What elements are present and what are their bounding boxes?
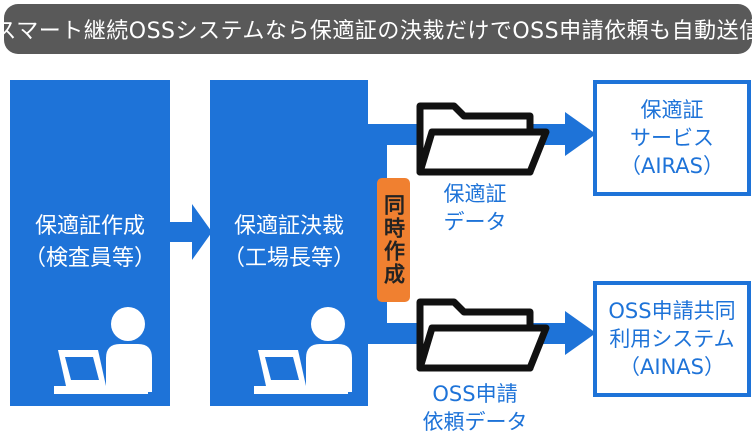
title-bar: スマート継続OSSシステムなら保適証の決裁だけでOSS申請依頼も自動送信 — [0, 4, 756, 54]
simultaneous-creation-badge: 同時作成 — [377, 178, 410, 302]
actor-sublabel: （工場長等） — [222, 246, 355, 271]
service-box-ainas: OSS申請共同 利用システム （AINAS） — [593, 281, 751, 397]
person-at-laptop-icon — [254, 307, 352, 394]
actor-box-inspector: 保適証作成 （検査員等） — [10, 80, 170, 406]
actor-sublabel: （検査員等） — [23, 246, 156, 271]
folder-icon — [416, 298, 550, 372]
folder-icon — [416, 102, 550, 176]
service-box-airas: 保適証 サービス （AIRAS） — [593, 80, 751, 196]
page-title: スマート継続OSSシステムなら保適証の決裁だけでOSS申請依頼も自動送信 — [0, 19, 756, 44]
actor-label: 保適証作成 — [34, 214, 145, 239]
arrow-icon — [170, 204, 212, 260]
actor-label: 保適証決裁 — [233, 214, 344, 239]
actor-box-factory-manager: 保適証決裁 （工場長等） — [210, 80, 368, 406]
arrow-icon — [565, 112, 596, 156]
person-at-laptop-icon — [54, 307, 152, 394]
data-label-oss-request: OSS申請 依頼データ — [422, 382, 528, 434]
data-label-certificate: 保適証 データ — [443, 182, 507, 234]
arrow-icon — [565, 311, 596, 355]
